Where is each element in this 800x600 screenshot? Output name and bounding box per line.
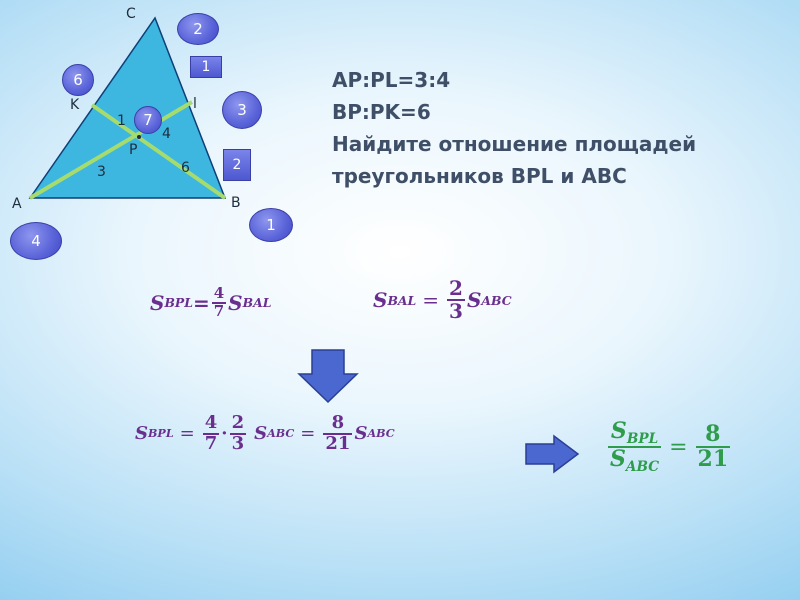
formula-subscript: BAL xyxy=(242,295,272,311)
task-line-3: Найдите отношение площадей xyxy=(332,132,697,156)
down-arrow-icon xyxy=(297,349,359,404)
formula-fraction: 8 21 xyxy=(323,412,353,454)
formula-fraction: 4 7 xyxy=(202,412,220,454)
formula-subscript: BPL xyxy=(164,295,193,311)
fraction-denominator: 3 xyxy=(447,299,465,323)
fraction-denominator: 21 xyxy=(323,432,353,454)
formula-s-symbol: S xyxy=(610,446,626,473)
formula-fraction: 2 3 xyxy=(229,412,247,454)
formula-s-symbol: S xyxy=(373,288,388,312)
vertex-a-label: A xyxy=(12,196,22,212)
triangle-abc xyxy=(28,16,227,199)
fraction-numerator: 4 xyxy=(204,412,218,433)
formula-s-symbol: S xyxy=(354,423,368,445)
formula-fraction: 2 3 xyxy=(447,278,465,322)
formula-subscript: ABC xyxy=(267,427,295,441)
task-line-4: треугольников BPL и ABC xyxy=(332,164,627,188)
formula-equals: = xyxy=(179,423,195,445)
cevian-al xyxy=(28,100,194,200)
formula-subscript: ABC xyxy=(481,292,512,308)
formula-s-symbol: S xyxy=(150,290,165,315)
vertex-l-label: l xyxy=(193,96,197,112)
formula-fraction: 4 7 xyxy=(211,284,227,320)
task-line-1: AP:PL=3:4 xyxy=(332,68,451,92)
formula-s-symbol: S xyxy=(466,288,482,312)
formula-subscript: BPL xyxy=(626,430,659,447)
formula-dot: · xyxy=(221,423,228,445)
formula-subscript: ABC xyxy=(625,458,660,475)
formula-s-symbol: S xyxy=(610,418,627,444)
badge-circle-4: 4 xyxy=(10,222,62,260)
badge-square-1: 1 xyxy=(190,56,222,78)
fraction-denominator: 3 xyxy=(229,432,247,454)
formula-result: SBPL SABC = 8 21 xyxy=(606,418,732,475)
badge-circle-2: 2 xyxy=(177,13,219,45)
fraction-denominator: 21 xyxy=(695,446,731,473)
formula-equals: = xyxy=(422,288,440,312)
fraction-numerator: SBPL xyxy=(609,418,660,447)
segment-ap-label: 3 xyxy=(97,164,106,180)
formula-equals: = xyxy=(300,423,316,445)
formula-fraction: 8 21 xyxy=(695,420,731,473)
formula-s-symbol: S xyxy=(135,423,148,445)
vertex-c-label: C xyxy=(126,6,136,22)
fraction-numerator: 8 xyxy=(331,412,345,433)
segment-pb-label: 6 xyxy=(181,160,190,176)
formula-subscript: BPL xyxy=(148,427,174,441)
fraction-numerator: 4 xyxy=(213,284,225,302)
formula-subscript: ABC xyxy=(367,427,395,441)
right-arrow-icon xyxy=(525,434,580,474)
formula-equals: = xyxy=(192,290,210,315)
fraction-denominator: 7 xyxy=(202,432,220,454)
badge-circle-7: 7 xyxy=(134,106,162,134)
segment-pl-label: 4 xyxy=(162,126,171,142)
vertex-k-label: K xyxy=(70,97,80,113)
fraction-numerator: 8 xyxy=(705,420,721,447)
fraction-denominator: 7 xyxy=(211,301,227,320)
fraction-denominator: SABC xyxy=(608,446,662,475)
formula-s-symbol: S xyxy=(254,423,268,445)
task-line-2: BP:PK=6 xyxy=(332,100,431,124)
cevian-bk xyxy=(90,103,227,200)
badge-circle-1: 1 xyxy=(249,208,293,242)
fraction-numerator: 2 xyxy=(231,412,245,433)
formula-fraction: SBPL SABC xyxy=(608,418,662,475)
badge-square-2: 2 xyxy=(223,149,251,181)
vertex-b-label: B xyxy=(231,195,241,211)
formula-equals: = xyxy=(669,434,688,460)
fraction-numerator: 2 xyxy=(449,276,463,300)
formula-s-symbol: S xyxy=(228,290,243,315)
vertex-p-label: P xyxy=(129,142,138,158)
badge-circle-3: 3 xyxy=(222,91,262,129)
point-p xyxy=(137,135,141,139)
badge-circle-6: 6 xyxy=(62,64,94,96)
segment-kp-label: 1 xyxy=(117,113,126,129)
formula-subscript: BAL xyxy=(387,292,417,308)
